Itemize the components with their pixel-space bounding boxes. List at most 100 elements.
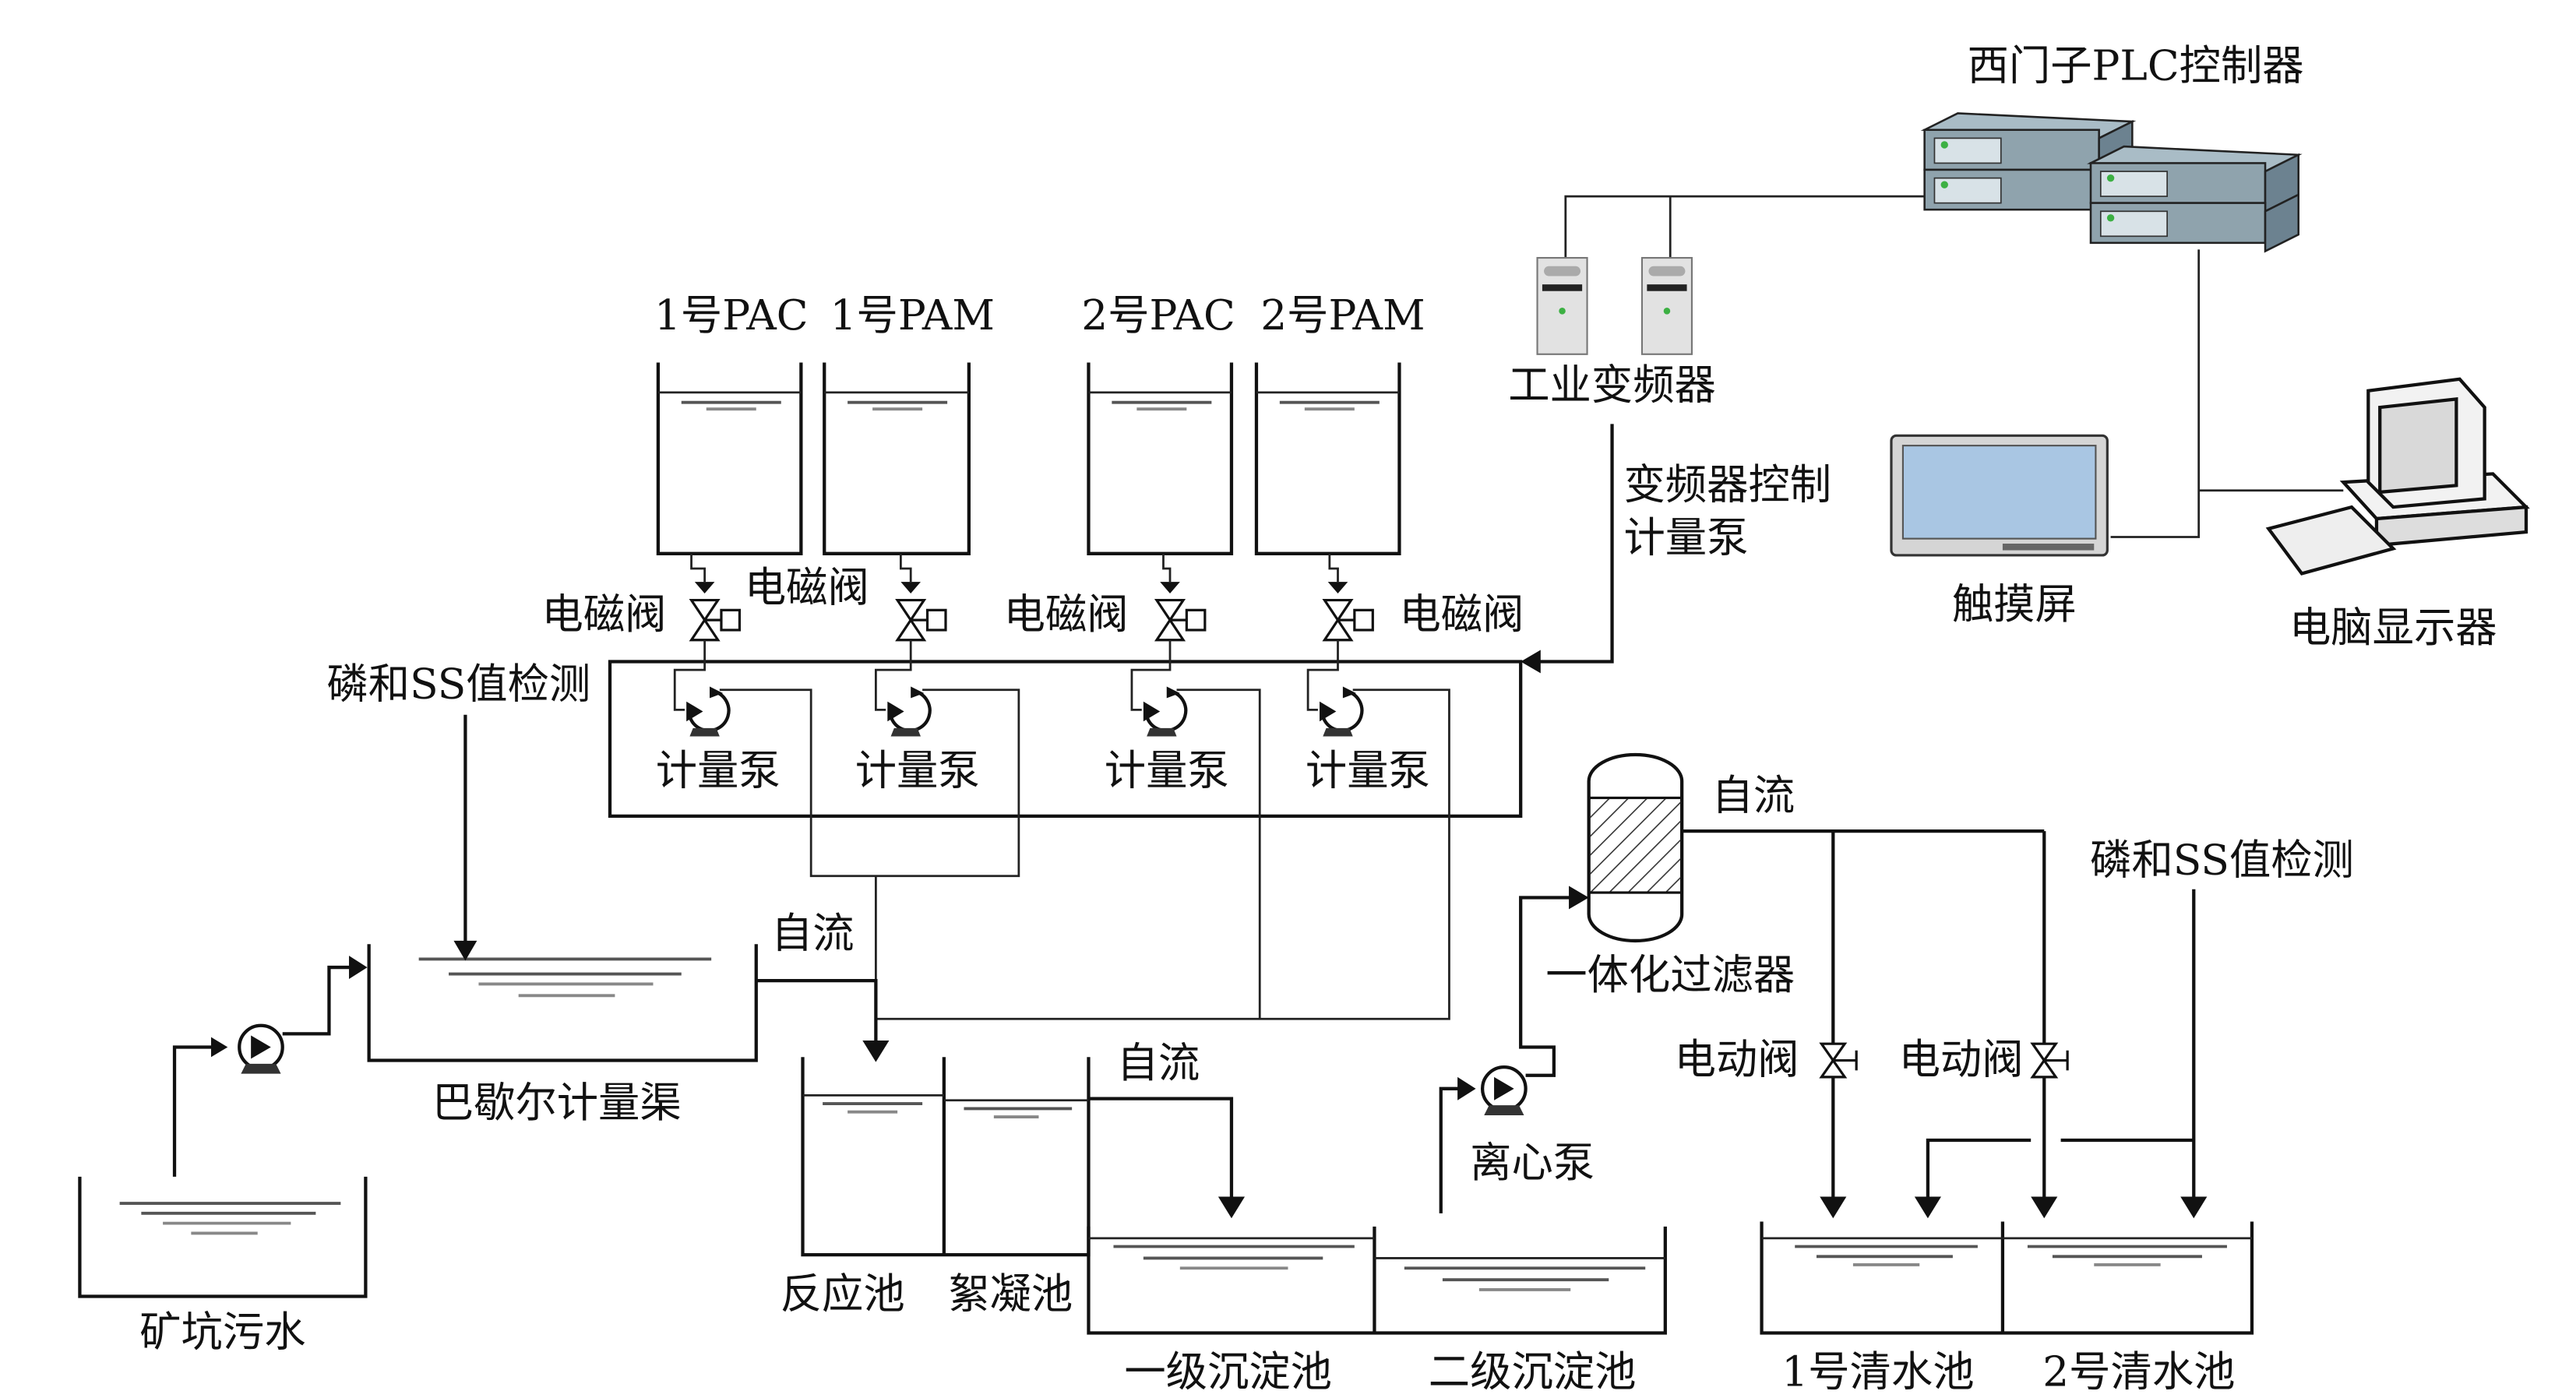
pit-suction-line [172,1045,213,1177]
tank-1pam [823,362,971,555]
flow-arrow [1820,1196,1847,1219]
feed-line [899,553,912,583]
flow-arrow [2180,1196,2208,1219]
detect-branch-line [1926,1138,2194,1197]
plc-controller-icon [1920,112,2303,253]
dosing-tanks: 1号PAC 1号PAM 2号PAC 2号PAM [654,291,1425,555]
lift-pump-icon [239,1026,282,1074]
flow-arrow [453,940,477,961]
flow-arrow [1569,886,1589,910]
vfd-control-label-2: 计量泵 [1623,513,1748,562]
gravity-flow-label-2: 自流 [1117,1038,1200,1087]
flume-outlet-line [756,979,878,1044]
integrated-filter [1587,752,1684,943]
vfd-control-label-1: 变频器控制 [1623,460,1831,509]
flow-arrow [349,956,368,980]
flocculation-tank-label: 絮凝池 [948,1269,1073,1318]
centrifugal-pump-label: 离心泵 [1470,1138,1595,1187]
gravity-flow-label-1: 自流 [771,908,855,957]
solenoid-valve-icon [896,598,947,642]
touchscreen-label: 触摸屏 [1952,579,2077,629]
filter-label: 一体化过滤器 [1545,950,1795,999]
computer-icon [2265,377,2530,576]
metering-pump-icon [887,686,929,736]
centrifugal-discharge-line [1519,896,1571,1077]
flow-arrow [1218,1196,1246,1219]
pc-label: 电脑显示器 [2289,603,2497,652]
tank-2pam [1254,362,1401,555]
touchscreen-icon [1890,434,2109,557]
feed-line [1162,553,1172,583]
detect-label-right: 磷和SS值检测 [2090,836,2354,885]
solenoid-valve-icon [689,598,742,642]
clear-tank-1-label: 1号清水池 [1781,1347,1974,1396]
plc-vfd1-wire [1564,195,1925,259]
valve-pump-line [1306,639,1339,711]
pump-discharge-line [282,965,353,1036]
clear-water-tanks [1760,1221,2254,1335]
solenoid-valve-label: 电磁阀 [1004,590,1129,639]
valve-pump-line [1130,639,1172,711]
vfd-label: 工业变频器 [1508,360,1716,409]
metering-pump-icon [686,686,728,736]
flow-arrow [1160,582,1180,594]
control-bus-box [608,660,1523,819]
tank-label-1pam: 1号PAM [830,291,995,340]
mine-water-pit [78,1176,368,1298]
tank-1pac [656,362,803,555]
flow-arrow [1457,1076,1476,1100]
parshall-flume [367,944,758,1062]
plc-label: 西门子PLC控制器 [1968,41,2304,90]
solenoid-valve-icon [1155,598,1207,642]
electric-valve-icon [1820,1042,1858,1079]
gravity-flow-label-3: 自流 [1712,770,1795,819]
secondary-settling-label: 二级沉淀池 [1429,1347,1637,1396]
tank-label-2pam: 2号PAM [1260,291,1425,340]
gravity-line-primary [1088,1097,1234,1197]
clear-tank-2-label: 2号清水池 [2042,1347,2235,1396]
valve-pump-line [673,639,707,711]
metering-pump-label: 计量泵 [656,745,781,794]
electric-valve-icon [2031,1042,2069,1079]
metering-pump-label: 计量泵 [855,745,980,794]
electric-valve-label-1: 电动阀 [1675,1035,1799,1084]
solenoid-valve-label: 电磁阀 [745,563,869,612]
plc-touchscreen-wire [2110,249,2201,538]
flow-arrow [2031,1196,2058,1219]
metering-pump-icon [1144,686,1186,736]
primary-settling-label: 一级沉淀池 [1124,1347,1332,1396]
centrifugal-suction-line [1439,1086,1460,1213]
vfd-control-arrow [1521,650,1541,674]
electric-valve-label-2: 电动阀 [1899,1035,2024,1084]
parshall-label: 巴歇尔计量渠 [432,1078,682,1127]
tank-label-1pac: 1号PAC [654,291,809,340]
settling-tanks [1087,1226,1667,1335]
metering-pump-label: 计量泵 [1306,745,1430,794]
mine-water-label: 矿坑污水 [139,1308,305,1357]
flow-arrow [1914,1196,1941,1219]
flow-arrow [210,1037,228,1058]
pac-pam-1-outlet [719,688,1020,878]
reaction-tank-label: 反应池 [781,1269,905,1318]
detect-label-left: 磷和SS值检测 [326,659,590,708]
centrifugal-pump-icon [1482,1067,1525,1115]
tank-2pac [1087,362,1234,555]
feed-line [690,553,707,583]
flow-arrow [1327,582,1348,594]
flow-arrow [862,1040,890,1062]
tank-label-2pac: 2号PAC [1081,291,1235,340]
vfd-control-line [1537,424,1614,664]
metering-pump-label: 计量泵 [1105,745,1229,794]
solenoid-valve-icon [1323,598,1374,642]
pac-2-outlet [1176,688,1261,1019]
flow-arrow [694,582,715,594]
solenoid-valve-label: 电磁阀 [542,590,667,639]
flow-arrow [900,582,921,594]
vfd-icon [1536,256,1693,355]
pam-2-outlet [876,688,1450,1020]
solenoid-valve-label: 电磁阀 [1399,590,1524,639]
feed-line [1328,553,1339,583]
reaction-flocculation-tanks [801,1057,1091,1257]
